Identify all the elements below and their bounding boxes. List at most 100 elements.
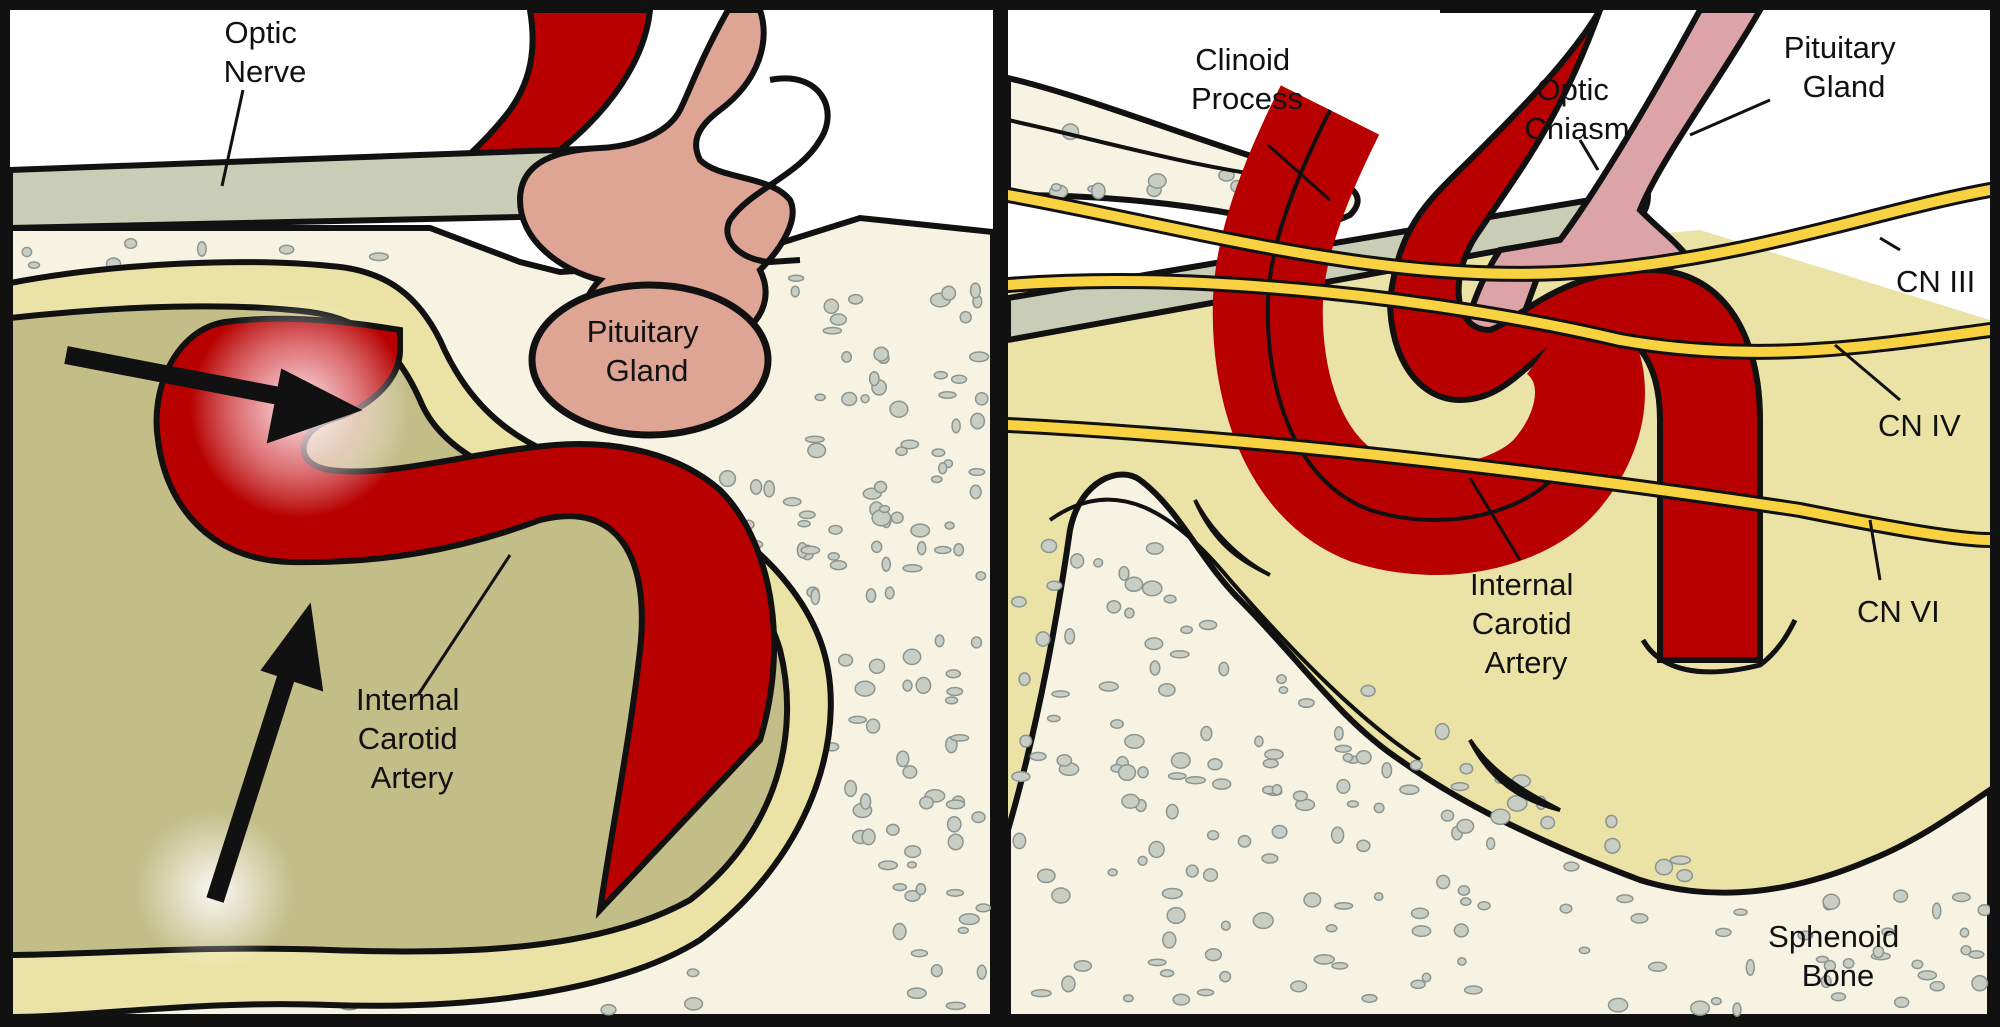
bone-pore	[814, 393, 826, 402]
left-panel: Optic Nerve Pituitary Gland Internal Car…	[10, 10, 993, 1017]
bone-pore	[950, 374, 968, 385]
bone-pore	[1361, 993, 1378, 1003]
bone-pore	[1290, 980, 1308, 993]
bone-pore	[1166, 906, 1186, 925]
bone-pore	[1147, 173, 1167, 189]
bone-pore	[1604, 837, 1621, 854]
bone-pore	[790, 285, 800, 298]
bone-pore	[916, 541, 927, 556]
bone-pore	[1977, 904, 1990, 917]
bone-pore	[1169, 650, 1190, 659]
bone-pore	[1170, 752, 1191, 769]
bone-pore	[1559, 903, 1573, 914]
label-clinoid-process: Clinoid Process	[1191, 42, 1303, 116]
bone-pore	[968, 467, 986, 477]
leader-line	[1689, 98, 1771, 137]
bone-pore	[904, 845, 922, 859]
bone-pore	[946, 686, 964, 697]
bone-pore	[1436, 874, 1451, 890]
bone-pore	[1381, 761, 1393, 779]
bone-pore	[900, 439, 920, 450]
bone-pore	[27, 261, 41, 269]
bone-pore	[896, 750, 910, 768]
bone-pore	[1951, 892, 1971, 903]
bone-pore	[950, 734, 970, 742]
bone-pore	[196, 240, 207, 257]
bone-pore	[1872, 945, 1885, 959]
bone-pore	[829, 560, 848, 571]
right-sphenoid-bone	[1008, 471, 1990, 1017]
bone-pore	[1122, 994, 1134, 1003]
bone-pore	[1971, 974, 1989, 992]
bone-pore	[934, 634, 945, 648]
bone-pore	[1019, 734, 1033, 748]
bone-pore	[1342, 752, 1354, 763]
bone-pore	[937, 461, 948, 475]
bone-pore	[1616, 894, 1634, 904]
bone-pore	[800, 545, 821, 555]
bone-pore	[1960, 945, 1972, 956]
bone-pore	[865, 718, 881, 734]
bone-pore	[749, 478, 763, 495]
bone-pore	[1654, 858, 1674, 876]
bone-inner-edge	[1048, 497, 1422, 762]
bone-pore	[904, 889, 921, 902]
bone-pore	[890, 511, 904, 524]
bone-pore	[1064, 627, 1076, 645]
bone-pore	[865, 588, 877, 604]
bone-pore	[1011, 771, 1031, 783]
bone-pore	[1091, 182, 1106, 200]
bone-pore	[1334, 744, 1352, 753]
carotid-loop-edge	[1265, 109, 1562, 522]
bone-pore	[1292, 790, 1309, 802]
bone-pore	[1106, 599, 1122, 614]
bone-pore	[902, 679, 913, 692]
bone-pore	[1219, 970, 1232, 983]
bone-pore	[1303, 892, 1322, 908]
bone-pore	[859, 793, 872, 810]
bone-pore	[1434, 722, 1450, 741]
bone-pore	[1046, 580, 1063, 591]
bone-pore	[1630, 913, 1649, 924]
bone-pore	[1373, 891, 1384, 902]
bone-pore	[1149, 660, 1161, 676]
right-panel-frame	[998, 0, 2000, 1027]
bone-pore	[1141, 580, 1163, 597]
bone-pore	[1421, 972, 1432, 983]
leader-line	[1834, 343, 1901, 402]
bone-pore	[945, 799, 966, 810]
bone-pore	[823, 298, 840, 315]
bone-pore	[1797, 930, 1814, 941]
bone-pore	[944, 696, 959, 705]
bone-pore	[1360, 684, 1376, 697]
bone-pore	[1271, 824, 1288, 839]
bone-pore	[1647, 961, 1668, 973]
bone-pore	[1506, 794, 1528, 812]
bone-pore	[945, 1001, 967, 1011]
bone-pore	[902, 765, 918, 779]
bone-pore	[873, 480, 888, 494]
bone-pore	[1118, 565, 1130, 581]
bone-pore	[1264, 748, 1284, 761]
bone-pore	[1218, 661, 1230, 677]
label-optic-chiasm: Optic Chiasm	[1524, 72, 1629, 146]
bone-pore	[1196, 988, 1215, 997]
left-pituitary-fold	[724, 75, 831, 266]
bone-pore	[1051, 887, 1071, 904]
bone-pore	[1211, 778, 1232, 790]
bone-pore	[968, 351, 990, 363]
bone-pore	[782, 497, 802, 507]
bone-pore	[1161, 887, 1183, 900]
bone-pore	[1459, 897, 1472, 907]
label-internal-carotid-artery: Internal Carotid Artery	[356, 682, 468, 795]
bone-pore	[1110, 719, 1124, 729]
bone-pore	[1331, 961, 1349, 970]
bone-pore	[1605, 814, 1618, 829]
bone-pore	[1931, 902, 1942, 920]
bone-pore	[1061, 975, 1076, 993]
label-cn-vi: CN VI	[1857, 594, 1940, 629]
bone-pore	[1252, 912, 1274, 930]
bone-pore	[1715, 927, 1732, 938]
bone-pore	[970, 412, 986, 430]
bone-pore	[915, 882, 927, 896]
